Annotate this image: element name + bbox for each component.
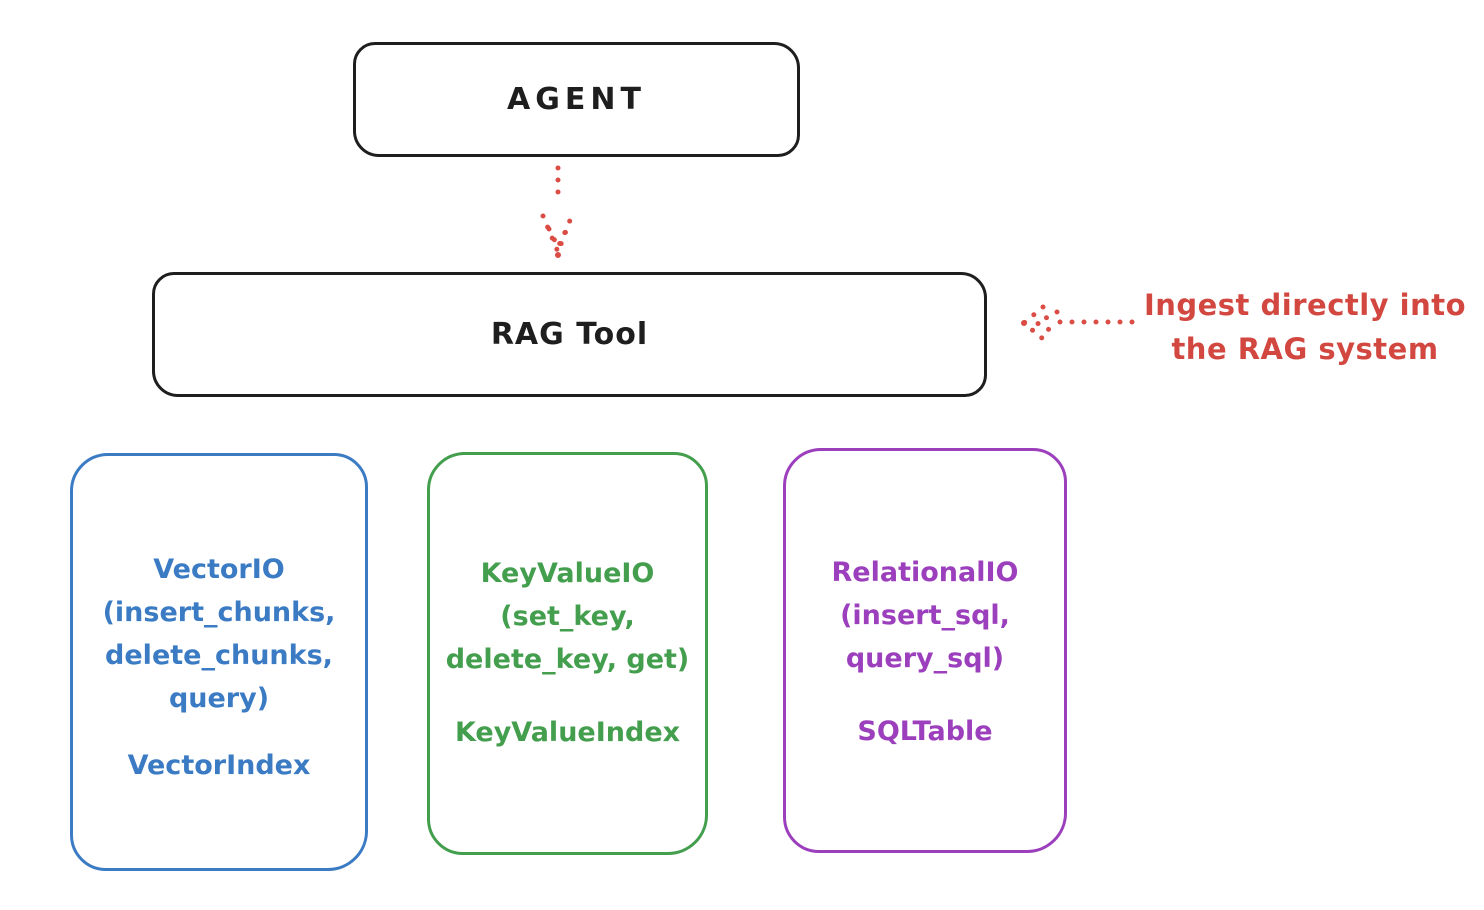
agent-box: AGENT: [353, 42, 800, 157]
dotted-left-arrow-icon: [1020, 304, 1135, 342]
io-box-index-label: SQLTable: [857, 716, 993, 747]
agent-box-label: AGENT: [507, 82, 646, 117]
annotation-line-2: the RAG system: [1171, 332, 1439, 366]
io-box-index-label: KeyValueIndex: [454, 717, 681, 748]
keyvalue-io-box: KeyValueIO (set_key, delete_key, get) Ke…: [427, 452, 708, 855]
io-box-methods-line: (set_key,: [500, 601, 635, 632]
io-box-methods-line: query_sql): [845, 643, 1005, 674]
io-box-title: VectorIO: [153, 554, 285, 585]
relational-io-box: RelationalIO (insert_sql, query_sql) SQL…: [783, 448, 1067, 853]
keyvalue-io-text: KeyValueIO (set_key, delete_key, get) Ke…: [430, 552, 705, 754]
io-box-index-label: VectorIndex: [127, 750, 311, 781]
io-box-title: RelationalIO: [831, 557, 1019, 588]
rag-tool-box: RAG Tool: [152, 272, 987, 397]
annotation-text: Ingest directly into the RAG system: [1130, 283, 1480, 371]
io-box-methods-line: (insert_sql,: [840, 600, 1010, 631]
io-box-methods-line: (insert_chunks,: [102, 597, 336, 628]
vector-io-box: VectorIO (insert_chunks, delete_chunks, …: [70, 453, 368, 871]
dotted-down-arrow-icon: [540, 165, 575, 259]
io-box-title: KeyValueIO: [480, 558, 655, 589]
annotation-line-1: Ingest directly into: [1143, 288, 1467, 322]
io-box-methods-line: delete_chunks,: [105, 640, 333, 671]
vector-io-text: VectorIO (insert_chunks, delete_chunks, …: [73, 548, 365, 787]
relational-io-text: RelationalIO (insert_sql, query_sql) SQL…: [786, 551, 1064, 753]
rag-tool-box-label: RAG Tool: [490, 317, 649, 352]
io-box-methods-line: query): [168, 683, 270, 714]
io-box-methods-line: delete_key, get): [445, 644, 690, 675]
